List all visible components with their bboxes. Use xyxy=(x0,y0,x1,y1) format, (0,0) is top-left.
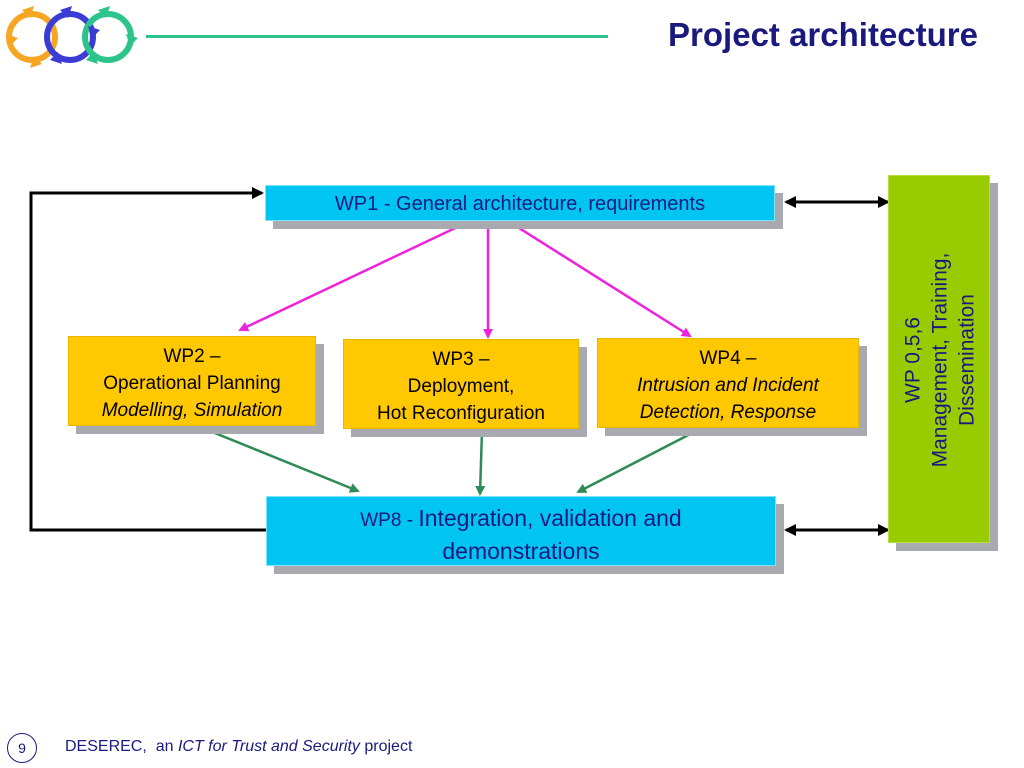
wp056-rotated-label: WP 0,5,6 Management, Training, Dissemina… xyxy=(900,180,981,540)
wp3-line: Deployment, xyxy=(407,376,515,397)
footer-project: DESEREC, xyxy=(65,738,147,755)
wp3-line-2: Hot Reconfiguration xyxy=(377,403,545,424)
wp2-line: Operational Planning xyxy=(103,373,281,394)
wp4-line-italic-2: Detection, Response xyxy=(639,402,817,423)
wp8-line-2: demonstrations xyxy=(442,538,600,564)
wp1-to-wp4-arrow xyxy=(507,219,692,338)
header-divider xyxy=(146,35,608,38)
footer-program: ICT for Trust and Security xyxy=(177,738,360,755)
wp3-box: WP3 – Deployment, Hot Reconfiguration xyxy=(343,339,579,429)
wp4-title: WP4 – xyxy=(699,348,757,369)
page-number: 9 xyxy=(7,733,37,763)
wp056-line-2: Dissemination xyxy=(955,294,979,426)
wp1-to-wp2-arrow xyxy=(238,219,471,332)
wp3-to-wp8-arrow xyxy=(475,429,486,496)
wp4-line-italic: Intrusion and Incident xyxy=(637,375,819,396)
footer-suffix: project xyxy=(364,738,413,755)
wp2-to-wp8-arrow xyxy=(199,425,360,493)
wp4-box: WP4 – Intrusion and Incident Detection, … xyxy=(597,338,859,428)
wp1-label: WP1 - General architecture, requirements xyxy=(334,193,706,215)
wp8-title: Integration, validation and xyxy=(418,505,682,531)
wp8-line: WP8 - Integration, validation and xyxy=(267,503,775,536)
wp2-title: WP2 – xyxy=(163,346,221,367)
feedback-loop-arrow xyxy=(29,187,266,532)
wp3-title: WP3 – xyxy=(432,349,490,370)
footer-text: DESEREC, an ICT for Trust and Security p… xyxy=(65,738,412,756)
wp1-box: WP1 - General architecture, requirements xyxy=(265,185,775,221)
wp056-box: WP 0,5,6 Management, Training, Dissemina… xyxy=(888,175,990,543)
footer-an: an xyxy=(155,738,174,755)
wp056-title: WP 0,5,6 xyxy=(901,317,925,403)
wp2-line-italic: Modelling, Simulation xyxy=(101,400,283,421)
wp4-to-wp8-arrow xyxy=(576,427,701,494)
page-title: Project architecture xyxy=(668,16,978,53)
wp2-box: WP2 – Operational Planning Modelling, Si… xyxy=(68,336,316,426)
deserec-logo-icon xyxy=(6,6,138,68)
wp056-line: Management, Training, xyxy=(928,252,952,468)
wp8-box: WP8 - Integration, validation and demons… xyxy=(266,496,776,566)
wp8-prefix: WP8 - xyxy=(360,510,419,531)
